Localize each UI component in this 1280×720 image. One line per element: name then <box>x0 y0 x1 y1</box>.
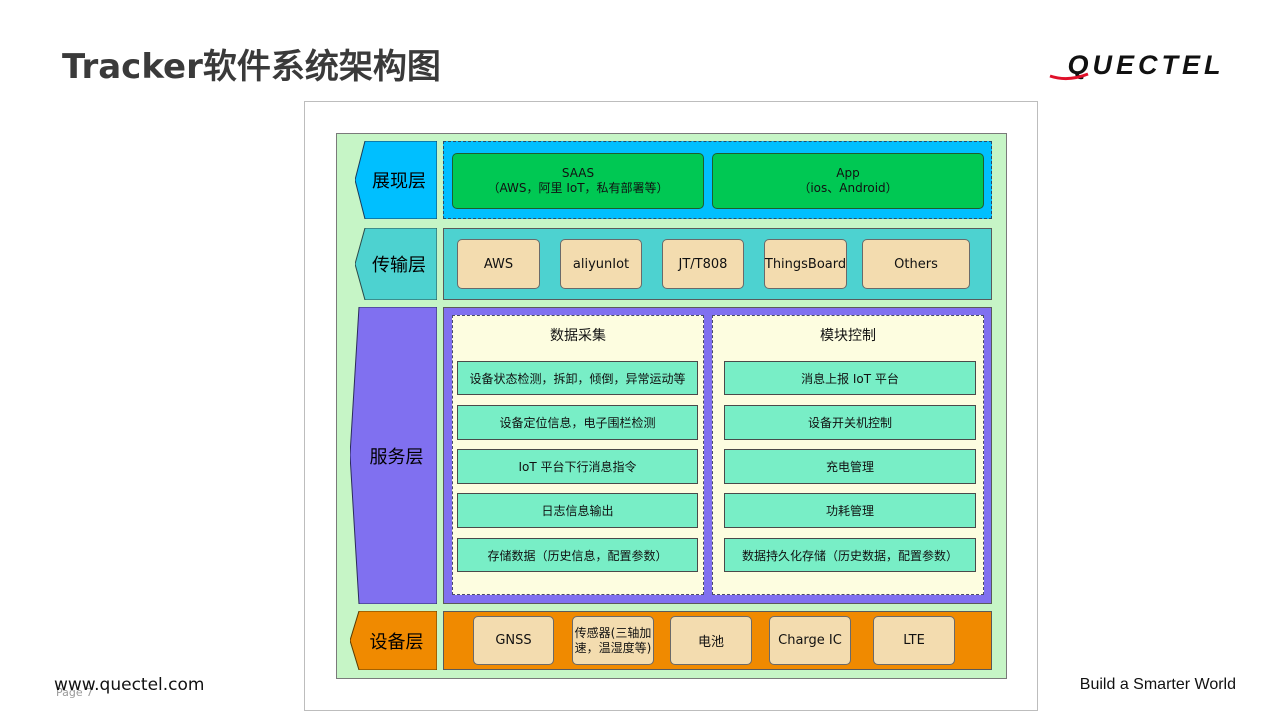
layer-label-device-text: 设备层 <box>369 631 424 653</box>
data-collection-item: 存储数据（历史信息，配置参数） <box>457 538 698 572</box>
layer-label-presentation-text: 展现层 <box>372 171 426 192</box>
module-control-item: 设备开关机控制 <box>724 405 976 440</box>
app-title: App <box>836 166 860 180</box>
transport-others: Others <box>862 239 970 289</box>
transport-thingsboard: ThingsBoard <box>764 239 847 289</box>
module-control-item: 消息上报 IoT 平台 <box>724 361 976 395</box>
layer-label-device: 设备层 <box>350 611 437 670</box>
transport-aliyuniot: aliyunIot <box>560 239 642 289</box>
data-collection-item: IoT 平台下行消息指令 <box>457 449 698 484</box>
device-lte-label: LTE <box>903 633 925 648</box>
device-battery: 电池 <box>670 616 752 665</box>
transport-jtt808: JT/T808 <box>662 239 744 289</box>
device-gnss: GNSS <box>473 616 554 665</box>
app-box: App （ios、Android） <box>712 153 984 209</box>
saas-box: SAAS （AWS，阿里 IoT，私有部署等） <box>452 153 704 209</box>
device-sensor: 传感器(三轴加 速，温湿度等) <box>572 616 654 665</box>
device-charge-ic: Charge IC <box>769 616 851 665</box>
footer-url: www.quectel.com <box>54 675 205 695</box>
module-control-item: 充电管理 <box>724 449 976 484</box>
page-number: Page 7 <box>56 686 94 699</box>
quectel-logo: QUECTEL <box>1048 48 1244 82</box>
layer-label-transport-text: 传输层 <box>372 255 426 276</box>
app-subtitle: （ios、Android） <box>798 181 898 195</box>
transport-aws: AWS <box>457 239 540 289</box>
layer-label-presentation: 展现层 <box>355 141 437 219</box>
layer-label-service: 服务层 <box>350 307 437 604</box>
layer-label-transport: 传输层 <box>355 228 437 300</box>
quectel-logo-text: QUECTEL <box>1067 50 1224 80</box>
module-control-title: 模块控制 <box>820 328 876 344</box>
data-collection-item: 日志信息输出 <box>457 493 698 528</box>
data-collection-title: 数据采集 <box>550 328 606 344</box>
layer-label-service-text: 服务层 <box>369 446 424 468</box>
data-collection-item: 设备状态检测，拆卸，倾倒，异常运动等 <box>457 361 698 395</box>
device-battery-label: 电池 <box>697 635 724 650</box>
slide-title: Tracker软件系统架构图 <box>62 47 441 87</box>
footer-slogan: Build a Smarter World <box>1079 676 1236 693</box>
saas-title: SAAS <box>561 166 595 180</box>
device-gnss-label: GNSS <box>495 633 532 648</box>
device-sensor-line2: 速，温湿度等) <box>574 640 652 655</box>
module-control-item: 功耗管理 <box>724 493 976 528</box>
device-sensor-line1: 传感器(三轴加 <box>574 625 652 640</box>
device-lte: LTE <box>873 616 955 665</box>
data-collection-item: 设备定位信息，电子围栏检测 <box>457 405 698 440</box>
device-charge-ic-label: Charge IC <box>778 633 842 648</box>
saas-subtitle: （AWS，阿里 IoT，私有部署等） <box>487 181 669 195</box>
module-control-item: 数据持久化存储（历史数据，配置参数） <box>724 538 976 572</box>
